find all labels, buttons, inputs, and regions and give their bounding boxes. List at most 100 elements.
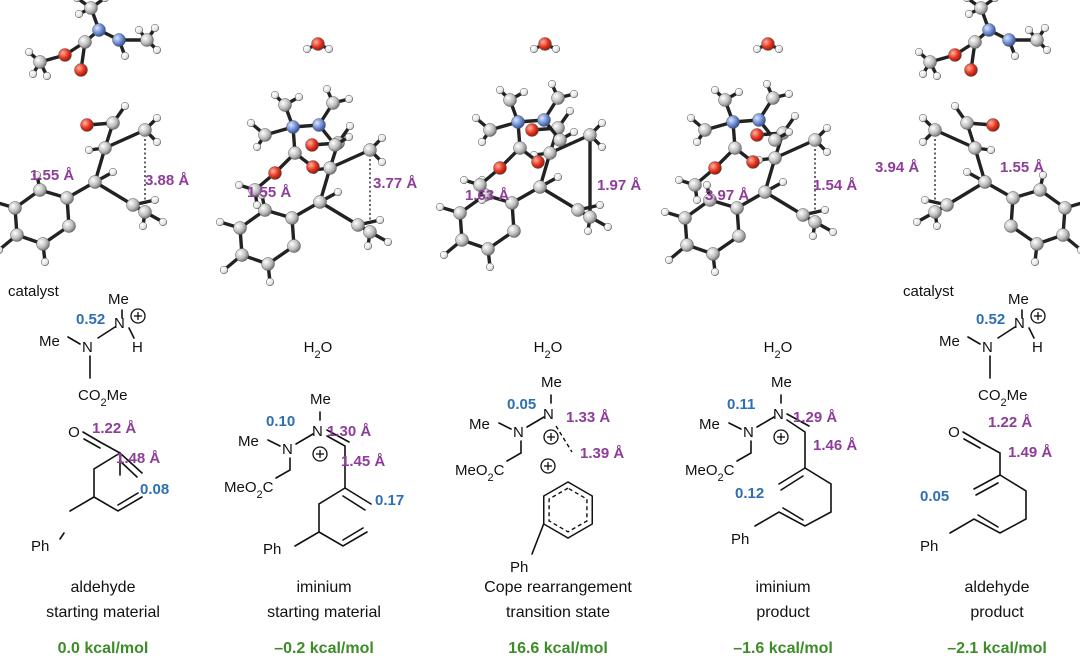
caption-line-2: starting material — [267, 604, 381, 621]
carbon-atom — [363, 143, 377, 157]
hydrogen-atom — [152, 45, 162, 55]
nitrogen-label: N — [1014, 315, 1025, 332]
plus-circle — [773, 429, 789, 445]
ester-label: MeO2C — [685, 462, 735, 484]
alkene-double — [782, 507, 804, 521]
hydrogen-atom — [495, 85, 505, 95]
n-me-bond — [267, 439, 281, 447]
nitrogen-label: N — [82, 339, 93, 356]
hydrogen-atom — [471, 113, 481, 123]
carbon-atom — [455, 233, 469, 247]
methyl-label: Me — [699, 416, 720, 433]
nitrogen-charge: 0.52 — [976, 311, 1005, 328]
hydrogen-atom — [686, 113, 696, 123]
oxygen-atom — [708, 161, 722, 175]
n-n-bond — [295, 433, 314, 445]
nitrogen-atom — [286, 120, 300, 134]
hydrogen-atom — [377, 157, 387, 167]
hydrogen-atom — [569, 89, 579, 99]
hydrogen-atom — [324, 44, 334, 54]
hydrogen-atom — [24, 47, 34, 57]
water-label: H2O — [764, 339, 793, 361]
hydrogen-atom — [551, 44, 561, 54]
carbon-atom — [533, 180, 547, 194]
hydrogen-atom — [774, 44, 784, 54]
bond-length-label: 1.22 Å — [92, 420, 136, 437]
hydrogen-atom — [603, 222, 613, 232]
carbon-atom — [728, 141, 742, 155]
hydrogen-atom — [435, 202, 445, 212]
carbon-charge: 0.12 — [735, 485, 764, 502]
distance-label: 1.55 Å — [30, 167, 74, 184]
carbon-atom — [974, 1, 988, 15]
hydrogen-atom — [790, 111, 800, 121]
hydrogen-atom — [345, 121, 355, 131]
hydrogen-atom — [692, 137, 702, 147]
n-n-bond — [526, 416, 545, 428]
hydrogen-atom — [377, 133, 387, 143]
hydrogen-atom — [583, 226, 593, 236]
catalyst-label: catalyst — [8, 283, 60, 300]
oxygen-atom — [538, 37, 552, 51]
carbon-atom — [978, 175, 992, 189]
carbon-atom — [78, 35, 92, 49]
chain-bond — [949, 474, 1027, 534]
phenyl-label: Ph — [31, 538, 49, 555]
hydrogen-atom — [74, 9, 84, 19]
exo-bond — [778, 467, 806, 485]
hydrogen-atom — [363, 241, 373, 251]
phenyl-label: Ph — [920, 538, 938, 555]
hydrogen-atom — [1030, 257, 1040, 267]
hydrogen-atom — [986, 145, 996, 155]
carbon-atom — [36, 237, 50, 251]
carbon-atom — [960, 116, 974, 130]
caption-line-2: product — [970, 604, 1024, 621]
n-c-bond — [736, 440, 752, 462]
hydrogen-atom — [252, 142, 262, 152]
hydrogen-atom — [234, 180, 244, 190]
ts-model-3 — [435, 106, 613, 272]
hydrogen-atom — [459, 175, 469, 185]
carbon-atom — [326, 96, 340, 110]
energy-label: 0.0 kcal/mol — [58, 640, 149, 657]
iminium-chain — [786, 419, 806, 469]
phenyl-label: Ph — [510, 559, 528, 576]
carbon-atom — [1056, 228, 1070, 242]
nitrogen-charge: 0.05 — [507, 396, 536, 413]
carbon-atom — [968, 35, 982, 49]
vinyl-double — [119, 460, 138, 478]
c-n-double — [786, 413, 810, 427]
carbon-atom — [1033, 183, 1047, 197]
hydrogen-atom — [828, 227, 838, 237]
carbon-atom — [10, 228, 24, 242]
hydrogen-atom — [918, 113, 928, 123]
oxygen-atom — [761, 37, 775, 51]
oxygen-atom — [746, 155, 760, 169]
hydrogen-atom — [302, 44, 312, 54]
oxygen-atom — [948, 48, 962, 62]
nitrogen-atom — [511, 115, 525, 129]
oxygen-atom — [305, 138, 319, 152]
hydrogen-atom — [73, 0, 81, 3]
ts-ring-delocalized — [548, 487, 588, 533]
partial-bond — [555, 425, 573, 453]
hydrogen-atom — [595, 200, 605, 210]
aldehyde-chain — [82, 431, 121, 476]
hydrogen-atom — [918, 137, 928, 147]
carbon-atom — [328, 138, 342, 152]
plus-circle — [1030, 308, 1046, 324]
water-model-3 — [529, 37, 561, 54]
oxygen-atom — [750, 128, 764, 142]
substrate-model-2 — [215, 121, 393, 287]
hydrogen-atom — [485, 262, 495, 272]
carbon-charge: 0.17 — [375, 492, 404, 509]
carbon-atom — [543, 146, 557, 160]
n-c-bond — [506, 440, 522, 462]
model-bond — [538, 185, 580, 212]
hydrogen-atom — [1024, 25, 1034, 35]
carbon-atom — [678, 211, 692, 225]
hydrogen-atom — [784, 127, 794, 137]
carbon-atom — [235, 248, 249, 262]
hydrogen-atom — [674, 175, 684, 185]
carbon-atom — [60, 191, 74, 205]
